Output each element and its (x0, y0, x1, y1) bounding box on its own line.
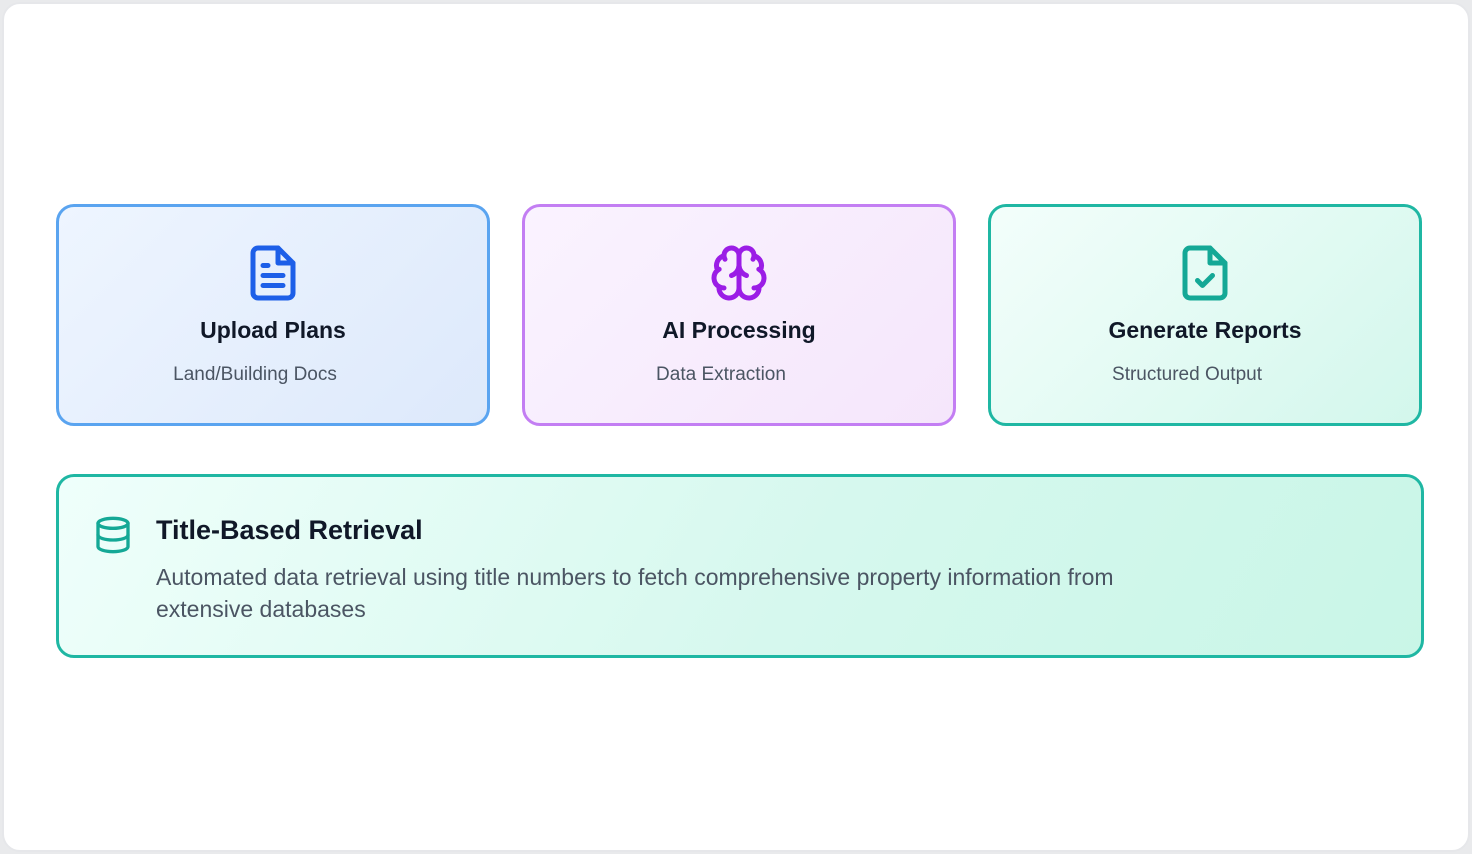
brain-icon (709, 243, 769, 303)
document-check-icon (1175, 243, 1235, 303)
document-icon (243, 243, 303, 303)
card-title: Upload Plans (200, 317, 346, 343)
card-upload-plans[interactable]: Upload Plans Land/Building Docs (56, 204, 490, 426)
retrieval-description: Automated data retrieval using title num… (156, 564, 1114, 622)
card-subtitle: Land/Building Docs (173, 364, 337, 385)
database-icon (93, 515, 133, 555)
retrieval-title: Title-Based Retrieval (156, 515, 423, 545)
title-retrieval-panel[interactable]: Title-Based Retrieval Automated data ret… (56, 474, 1424, 658)
card-generate-reports[interactable]: Generate Reports Structured Output (988, 204, 1422, 426)
card-title: AI Processing (662, 317, 816, 343)
card-title: Generate Reports (1108, 317, 1302, 343)
feature-cards: Upload Plans Land/Building Docs AI (56, 204, 1424, 426)
card-subtitle: Data Extraction (656, 364, 786, 385)
card-subtitle: Structured Output (1112, 364, 1262, 385)
card-ai-processing[interactable]: AI Processing Data Extraction (522, 204, 956, 426)
